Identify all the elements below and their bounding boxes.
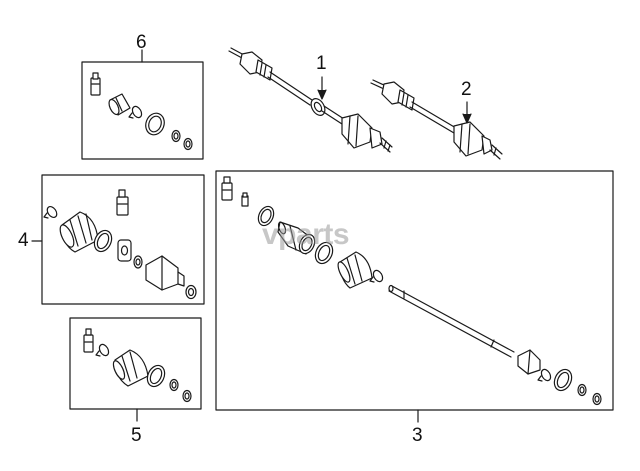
small-ring-icon (577, 383, 587, 397)
watermark-logo: vparts (262, 218, 350, 252)
washer-icon (183, 137, 193, 151)
drive-axle-1 (228, 47, 393, 153)
clamp-icon (128, 105, 143, 119)
callout-4: 4 (18, 230, 29, 251)
small-ring-icon (133, 255, 143, 269)
callout-5: 5 (131, 425, 142, 446)
ring-icon (553, 368, 573, 392)
washer-icon (592, 392, 602, 406)
grease-tube-icon (83, 328, 94, 353)
joint-housing-icon (517, 349, 541, 375)
clamp-icon (369, 269, 384, 283)
small-ring-icon (169, 378, 179, 392)
kit-box-3 (215, 170, 614, 423)
ring-icon (146, 364, 166, 388)
kit-box-5 (69, 317, 202, 422)
kit-box-4-frame (41, 174, 205, 305)
washer-icon (182, 389, 192, 403)
clamp-icon (537, 368, 552, 382)
ring-icon (93, 229, 113, 253)
kit-box-6 (81, 49, 204, 160)
bearing-bracket-icon (117, 239, 132, 262)
boot-icon (108, 93, 131, 116)
callout-3: 3 (412, 425, 423, 446)
grease-tube-icon (116, 189, 129, 216)
boot-icon (59, 211, 99, 253)
grease-tube-icon (90, 72, 101, 96)
kit-box-5-frame (69, 317, 202, 410)
boot-icon (112, 349, 149, 387)
kit-box-3-frame (215, 170, 614, 411)
grease-tube-icon (221, 176, 233, 201)
clamp-icon (43, 205, 58, 219)
ring-icon (257, 205, 275, 227)
clip-icon (241, 192, 249, 207)
ring-icon (145, 112, 165, 136)
small-ring-icon (171, 129, 181, 143)
callout-2: 2 (461, 79, 472, 100)
washer-icon (185, 284, 197, 300)
drive-shaft-icon (388, 284, 515, 358)
drive-axle-2 (370, 79, 503, 160)
clamp-icon (95, 343, 110, 357)
watermark-text: vparts (262, 218, 350, 251)
kit-box-6-frame (81, 61, 204, 160)
boot-icon (337, 251, 373, 289)
callout-1: 1 (316, 53, 327, 74)
callout-6: 6 (136, 32, 147, 53)
kit-box-4 (31, 174, 205, 305)
joint-housing-icon (145, 255, 185, 291)
ring-icon (314, 241, 334, 265)
